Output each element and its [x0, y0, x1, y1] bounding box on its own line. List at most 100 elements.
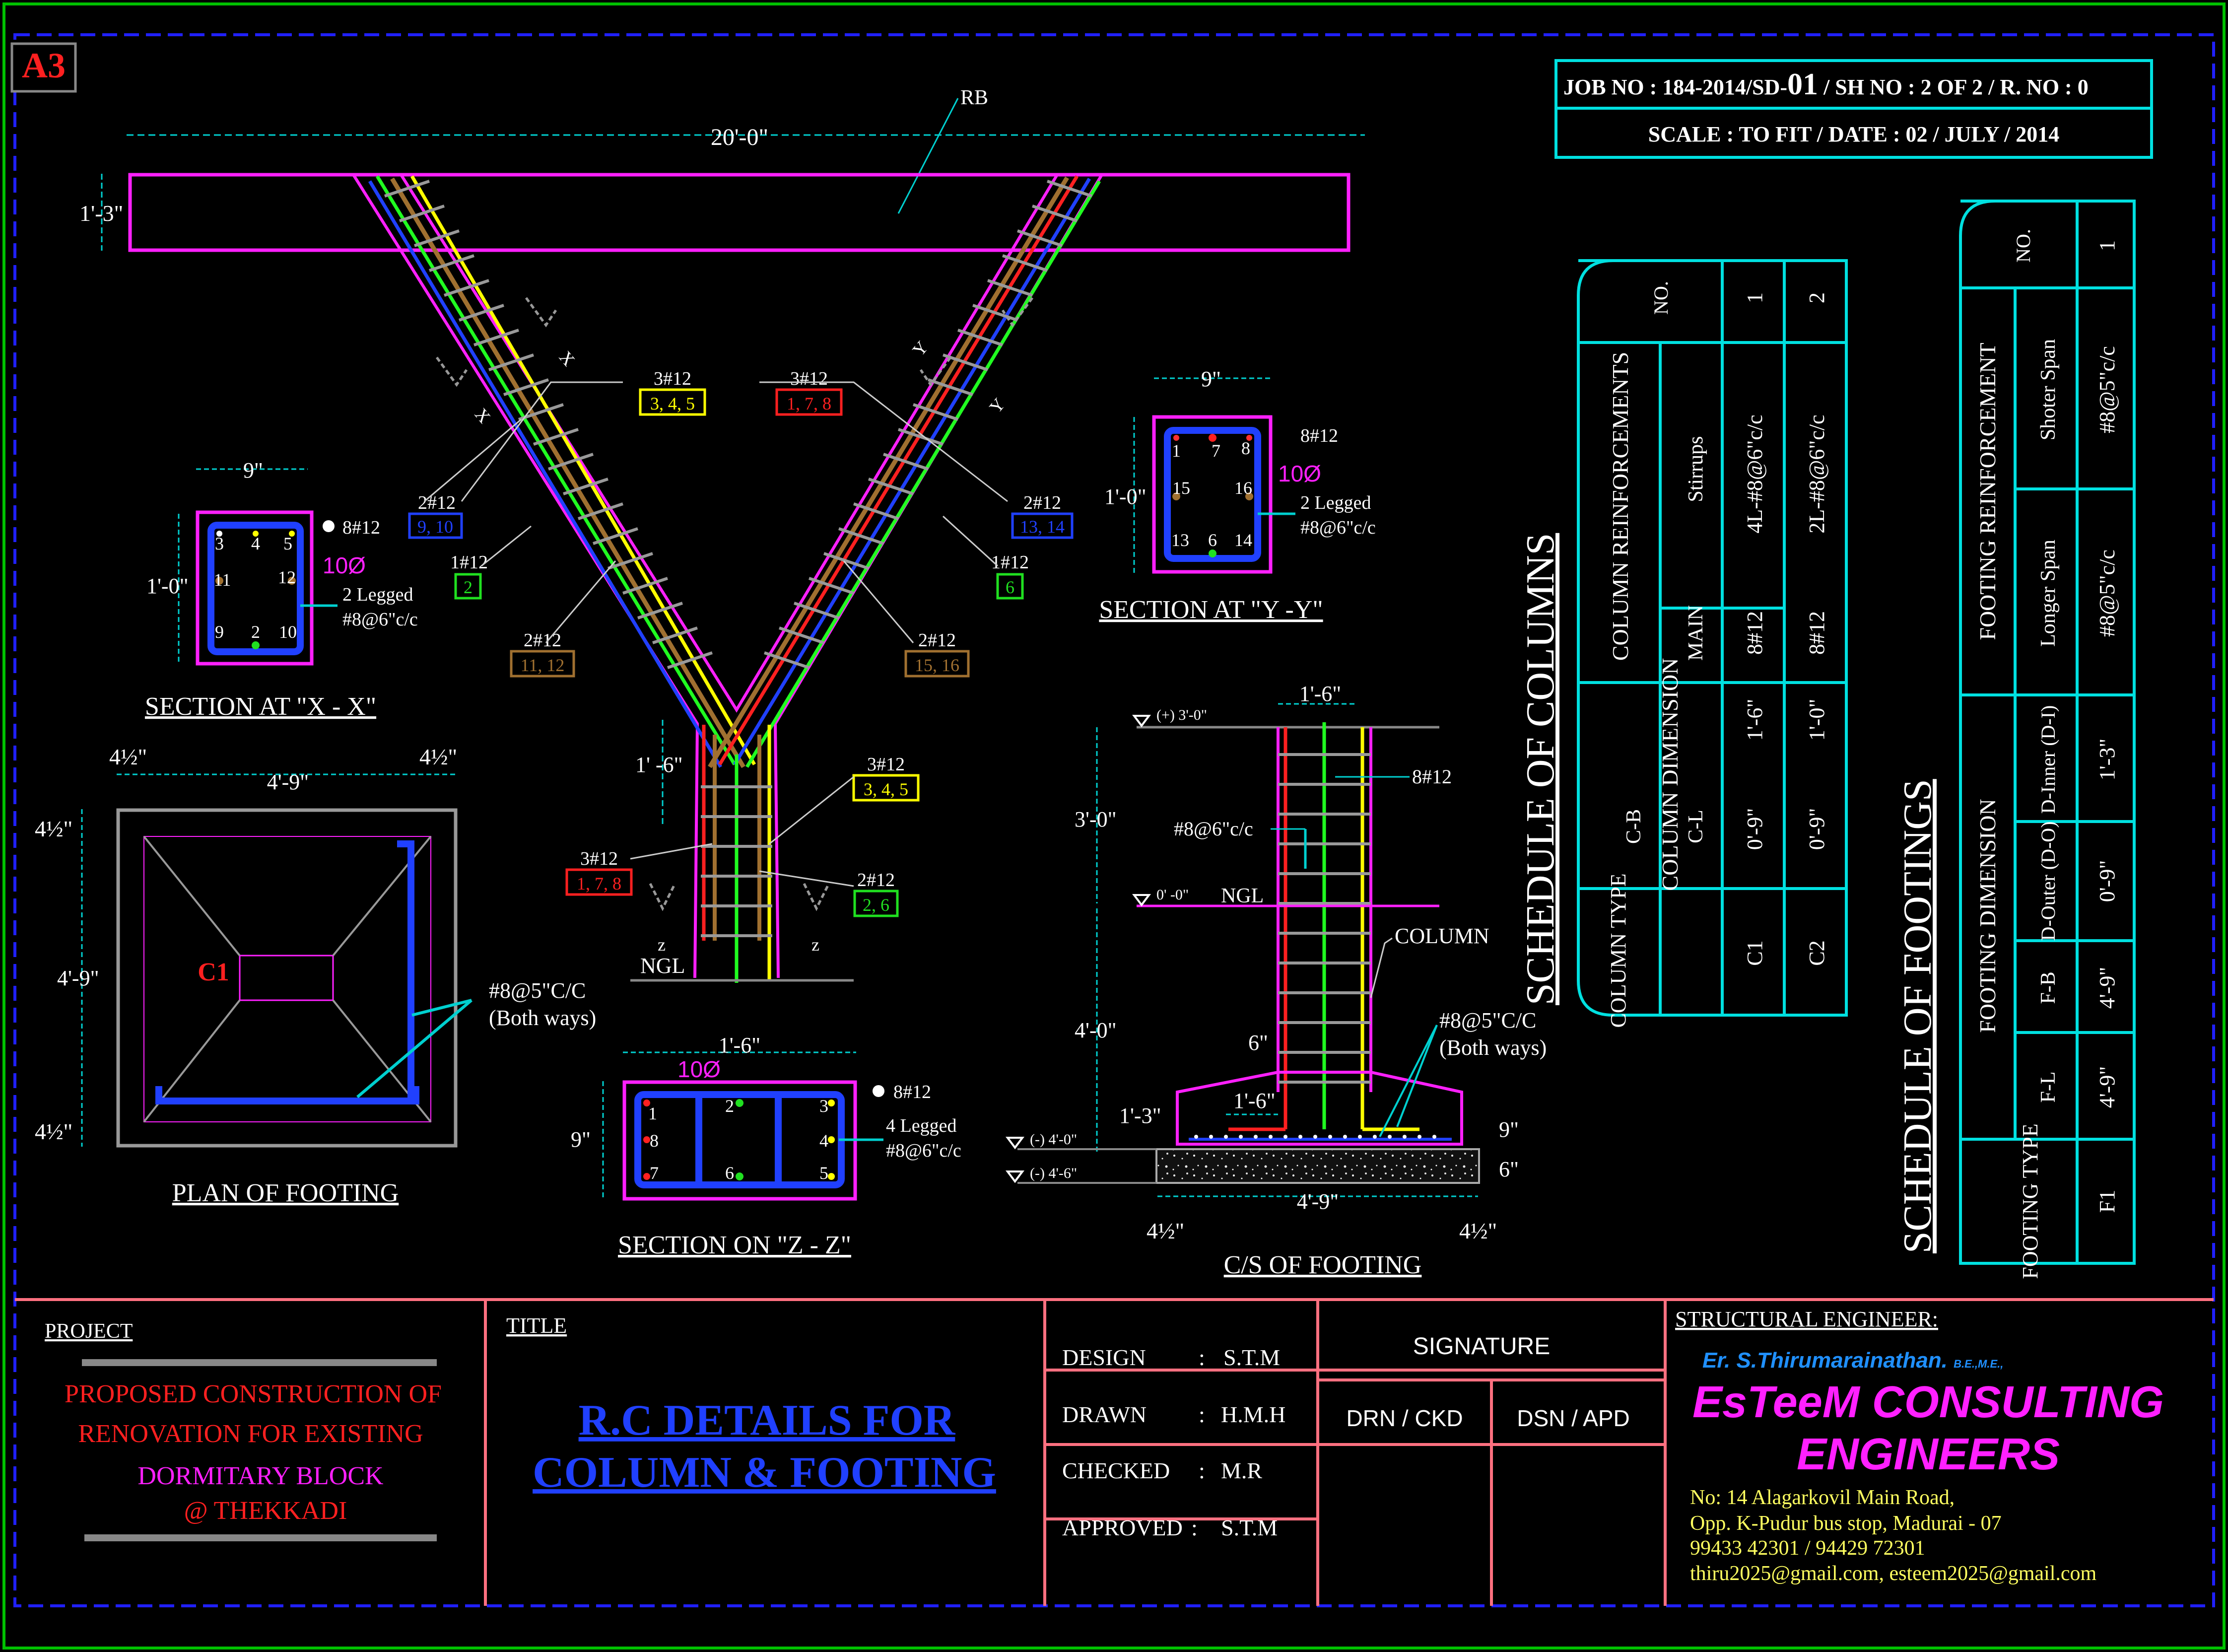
svg-text:4½": 4½" — [35, 816, 72, 841]
svg-text:15, 16: 15, 16 — [915, 655, 959, 675]
inner-border — [13, 33, 2215, 1607]
svg-text:C-B: C-B — [1622, 809, 1645, 844]
svg-text:3: 3 — [215, 534, 224, 553]
svg-text:(Both ways): (Both ways) — [1439, 1035, 1547, 1060]
svg-text:8#12: 8#12 — [1300, 425, 1338, 446]
svg-text:2L-#8@6"c/c: 2L-#8@6"c/c — [1805, 414, 1829, 533]
svg-text:#8@6"c/c: #8@6"c/c — [342, 609, 418, 630]
bar-tag: 1#12 2 — [450, 552, 488, 600]
firm-name: EsTeeM CONSULTING — [1692, 1377, 2164, 1427]
plan-of-footing: 4'-9" 4½" 4½" 4½" 4'-9" 4½" C1 #8@5"C/C … — [35, 744, 596, 1207]
svg-text:STRUCTURAL ENGINEER:: STRUCTURAL ENGINEER: — [1675, 1307, 1938, 1331]
svg-text:4'-9": 4'-9" — [1297, 1189, 1339, 1214]
svg-text:8: 8 — [650, 1131, 659, 1151]
svg-text:F-B: F-B — [2037, 971, 2060, 1004]
svg-text:2#12: 2#12 — [857, 870, 895, 891]
section-yy: 9" 1'-0" 1 7 8 15 16 13 6 14 8#12 10Ø 2 … — [1099, 367, 1375, 624]
svg-text:NO.: NO. — [1650, 281, 1672, 315]
svg-text:1#12: 1#12 — [991, 552, 1029, 573]
svg-text:4'-9": 4'-9" — [2095, 1066, 2119, 1108]
svg-text:1'-6": 1'-6" — [1743, 699, 1767, 741]
svg-text:4: 4 — [251, 534, 260, 553]
svg-text:3, 4, 5: 3, 4, 5 — [864, 779, 908, 799]
svg-text:11, 12: 11, 12 — [521, 655, 565, 675]
svg-text:10Ø: 10Ø — [677, 1056, 721, 1082]
svg-text:z: z — [658, 935, 666, 955]
svg-text:F1: F1 — [2095, 1190, 2119, 1213]
cs-title: C/S OF FOOTING — [1224, 1251, 1422, 1279]
svg-text:2: 2 — [725, 1096, 734, 1116]
svg-text:4: 4 — [819, 1131, 828, 1151]
svg-text:#8@6"c/c: #8@6"c/c — [1174, 818, 1253, 840]
svg-text::: : — [1191, 1515, 1198, 1540]
svg-text:Y: Y — [985, 395, 1009, 417]
svg-text:2 Legged: 2 Legged — [342, 584, 413, 605]
svg-text:PROPOSED CONSTRUCTION OF: PROPOSED CONSTRUCTION OF — [65, 1380, 442, 1408]
svg-text:COLUMN & FOOTING: COLUMN & FOOTING — [533, 1448, 996, 1497]
svg-text:8#12: 8#12 — [1412, 765, 1452, 788]
section-xx-title: SECTION AT "X - X" — [145, 692, 376, 721]
svg-text:Y: Y — [908, 338, 932, 360]
svg-text:8#12: 8#12 — [893, 1082, 931, 1102]
svg-text:16: 16 — [1234, 478, 1252, 498]
svg-text:Opp. K-Pudur bus stop, Madurai: Opp. K-Pudur bus stop, Madurai - 07 — [1690, 1512, 2002, 1535]
svg-text:10: 10 — [279, 622, 297, 642]
svg-text:8#12: 8#12 — [1805, 611, 1829, 655]
column-label: COLUMN — [1395, 924, 1489, 948]
svg-text:FOOTING DIMENSION: FOOTING DIMENSION — [1975, 799, 2000, 1032]
svg-text:2#12: 2#12 — [1023, 492, 1061, 513]
svg-text:0'-9": 0'-9" — [2095, 860, 2119, 902]
svg-text:8#12: 8#12 — [1743, 611, 1767, 655]
svg-text:6": 6" — [1499, 1157, 1519, 1181]
svg-text:1#12: 1#12 — [450, 552, 488, 573]
svg-text:DESIGN: DESIGN — [1062, 1345, 1146, 1370]
svg-text:2: 2 — [1805, 292, 1829, 303]
svg-text:4½": 4½" — [419, 744, 457, 769]
svg-text:1: 1 — [1743, 292, 1767, 303]
svg-text:99433 42301 / 94429 72301: 99433 42301 / 94429 72301 — [1690, 1537, 1925, 1560]
svg-text:7: 7 — [1212, 441, 1220, 461]
cs-of-footing: 1'-6" (+) 3'-0" 3'-0" 8#12 #8@6"c/c 0' -… — [1006, 682, 1547, 1279]
svg-text:2 Legged: 2 Legged — [1300, 492, 1371, 513]
svg-text:DORMITARY BLOCK: DORMITARY BLOCK — [137, 1462, 384, 1490]
svg-text:No: 14 Alagarkovil Main Road,: No: 14 Alagarkovil Main Road, — [1690, 1486, 1955, 1509]
svg-text:RENOVATION FOR EXISTING: RENOVATION FOR EXISTING — [78, 1420, 423, 1448]
svg-text:0' -0": 0' -0" — [1156, 887, 1189, 903]
svg-text:SIGNATURE: SIGNATURE — [1413, 1333, 1550, 1360]
svg-text:PROJECT: PROJECT — [45, 1320, 133, 1343]
svg-text:13: 13 — [1171, 530, 1189, 550]
svg-text::: : — [1199, 1458, 1205, 1483]
column-elevation: 20'-0" RB 1'-3" — [79, 86, 1365, 983]
svg-text:thiru2025@gmail.com, esteem202: thiru2025@gmail.com, esteem2025@gmail.co… — [1690, 1562, 2097, 1585]
svg-text:H.M.H: H.M.H — [1221, 1402, 1285, 1427]
ngl-label: NGL — [640, 954, 685, 978]
svg-text:1'-0": 1'-0" — [1104, 484, 1147, 509]
bar-tag: 3#12 1, 7, 8 — [565, 848, 633, 896]
svg-text:3'-0": 3'-0" — [1075, 807, 1117, 831]
svg-text:3#12: 3#12 — [654, 368, 691, 389]
svg-text:S.T.M: S.T.M — [1221, 1515, 1278, 1540]
section-xx: 9" 1'-0" 3 4 5 11 12 9 2 10 8#12 10Ø 2 L… — [145, 458, 418, 721]
svg-text:9": 9" — [571, 1127, 591, 1152]
svg-text:4'-0": 4'-0" — [1075, 1018, 1117, 1042]
svg-text:#8@5"C/C: #8@5"C/C — [489, 978, 586, 1003]
svg-text:12: 12 — [278, 567, 296, 587]
svg-text:X: X — [471, 404, 494, 427]
svg-text:Longer Span: Longer Span — [2037, 540, 2060, 647]
svg-text:NO.: NO. — [2012, 229, 2034, 263]
svg-text:#8@5"c/c: #8@5"c/c — [2095, 346, 2119, 433]
svg-text:ENGINEERS: ENGINEERS — [1797, 1430, 2060, 1479]
svg-text:X: X — [555, 347, 579, 370]
svg-text:1: 1 — [1172, 441, 1181, 461]
svg-text:4'-9": 4'-9" — [57, 966, 99, 990]
svg-text:#8@6"c/c: #8@6"c/c — [1300, 517, 1376, 538]
svg-text:4½": 4½" — [35, 1119, 72, 1144]
svg-text:JOB NO : 184-2014/SD-01 / SH: JOB NO : 184-2014/SD-01 / SH NO : 2 OF 2… — [1563, 68, 2089, 101]
svg-text:C2: C2 — [1805, 940, 1829, 965]
svg-text:#8@5"c/c: #8@5"c/c — [2095, 550, 2119, 637]
svg-text:13, 14: 13, 14 — [1020, 517, 1065, 537]
svg-text:2: 2 — [464, 577, 473, 597]
svg-text:9": 9" — [243, 458, 263, 482]
svg-text:6: 6 — [1208, 530, 1217, 550]
